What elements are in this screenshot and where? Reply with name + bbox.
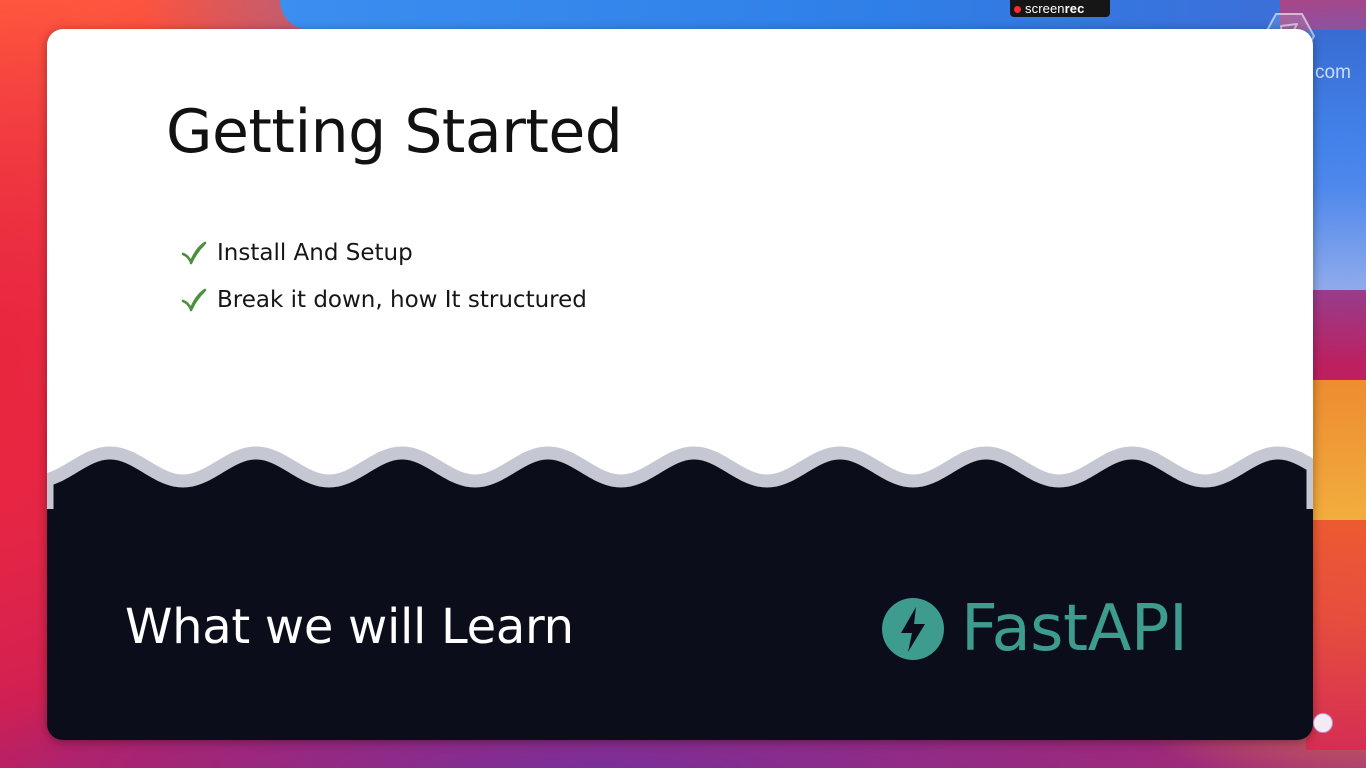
presentation-slide: Getting Started Install And Setup Break …	[47, 29, 1313, 740]
slide-title: Getting Started	[166, 97, 623, 167]
list-item: Break it down, how It structured	[181, 276, 587, 323]
wave-divider	[47, 446, 1313, 509]
bullet-list: Install And Setup Break it down, how It …	[181, 229, 587, 323]
screen-recorder-badge[interactable]: screenrec	[1010, 0, 1110, 17]
record-dot-icon	[1014, 5, 1021, 13]
bullet-text: Break it down, how It structured	[217, 286, 587, 313]
watermark-text: com	[1315, 62, 1351, 83]
check-icon	[181, 241, 207, 264]
fastapi-wordmark: FastAPI	[961, 592, 1188, 666]
slide-top-panel	[47, 29, 1313, 499]
wallpaper-top-band	[280, 0, 1280, 30]
fastapi-logo: FastAPI	[881, 592, 1188, 666]
bullet-text: Install And Setup	[217, 239, 413, 266]
list-item: Install And Setup	[181, 229, 587, 276]
wallpaper-right-blue	[1306, 30, 1366, 290]
check-icon	[181, 288, 207, 311]
section-label: What we will Learn	[125, 599, 574, 655]
screen-recorder-label: screenrec	[1025, 1, 1085, 16]
wallpaper-right-red	[1306, 520, 1366, 750]
lightning-bolt-icon	[882, 598, 944, 660]
wallpaper-right-orange	[1306, 380, 1366, 520]
recorder-widget-icon[interactable]	[1313, 713, 1333, 733]
